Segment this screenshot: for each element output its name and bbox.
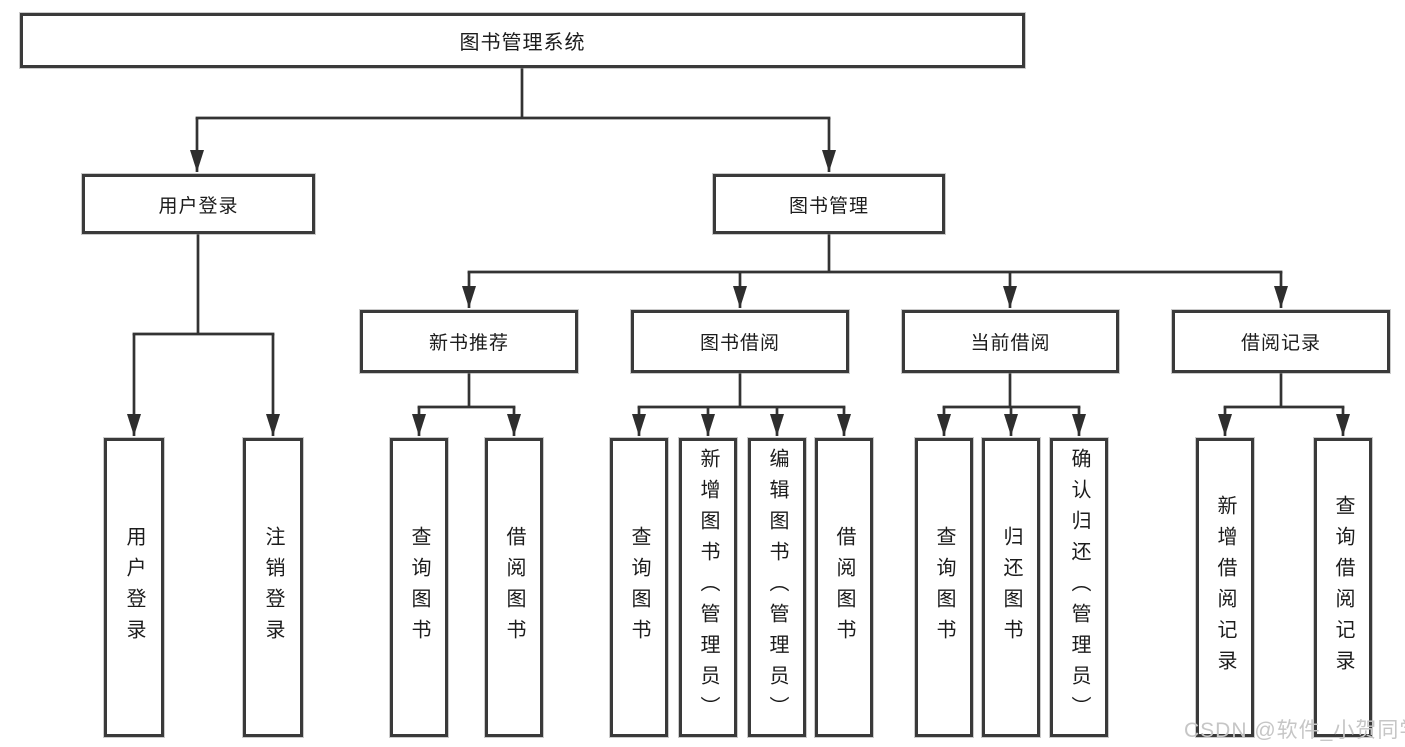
node-current-borrow: 当前借阅	[902, 310, 1119, 373]
connector-new-book-children	[412, 373, 521, 436]
connector-user-login-children	[127, 234, 280, 436]
connector-book-management-children	[462, 234, 1288, 308]
leaf-logout: 注销登录	[243, 438, 303, 737]
node-label: 图书管理	[788, 195, 869, 217]
node-new-book-recommend: 新书推荐	[360, 310, 578, 373]
node-label: 当前借阅	[970, 333, 1051, 354]
leaf-query-borrow-record: 查询借阅记录	[1314, 438, 1372, 737]
csdn-watermark: CSDN @软件_小贺同学	[1184, 719, 1405, 742]
node-library-management-system: 图书管理系统	[20, 13, 1025, 68]
node-label: 编辑图书（管理员）	[766, 448, 788, 727]
leaf-user-login: 用户登录	[104, 438, 164, 737]
node-label: 确认归还（管理员）	[1068, 448, 1090, 727]
leaf-borrow-books: 借阅图书	[815, 438, 873, 737]
node-label: 查询图书	[408, 525, 430, 650]
leaf-confirm-return-admin: 确认归还（管理员）	[1050, 438, 1108, 737]
leaf-edit-books-admin: 编辑图书（管理员）	[748, 438, 806, 737]
node-label: 图书借阅	[699, 333, 780, 354]
node-borrow-records: 借阅记录	[1172, 310, 1390, 373]
node-label: 借阅图书	[503, 525, 525, 650]
node-label: 新增图书（管理员）	[697, 448, 719, 727]
connector-borrow-records-children	[1218, 373, 1350, 436]
node-label: 查询图书	[933, 525, 955, 650]
node-label: 借阅记录	[1240, 333, 1321, 354]
node-book-borrow: 图书借阅	[631, 310, 849, 373]
leaf-return-books: 归还图书	[982, 438, 1040, 737]
connector-book-borrow-children	[632, 373, 851, 436]
node-user-login: 用户登录	[82, 174, 315, 234]
node-label: 查询借阅记录	[1332, 494, 1354, 681]
leaf-add-borrow-record: 新增借阅记录	[1196, 438, 1254, 737]
leaf-add-books-admin: 新增图书（管理员）	[679, 438, 737, 737]
node-label: 归还图书	[1000, 525, 1022, 650]
leaf-query-books-current: 查询图书	[915, 438, 973, 737]
node-label: 注销登录	[262, 525, 284, 650]
node-label: 查询图书	[628, 525, 650, 650]
leaf-query-books-recommend: 查询图书	[390, 438, 448, 737]
node-label: 用户登录	[158, 195, 239, 217]
connector-root-to-level2	[190, 66, 836, 172]
leaf-borrow-books-recommend: 借阅图书	[485, 438, 543, 737]
node-label: 用户登录	[123, 525, 145, 650]
node-label: 新书推荐	[428, 333, 509, 354]
node-label: 新增借阅记录	[1214, 494, 1236, 681]
node-label: 借阅图书	[833, 525, 855, 650]
node-label: 图书管理系统	[459, 32, 586, 54]
node-book-management: 图书管理	[713, 174, 945, 234]
leaf-query-books-borrow: 查询图书	[610, 438, 668, 737]
connector-current-borrow-children	[937, 373, 1086, 436]
